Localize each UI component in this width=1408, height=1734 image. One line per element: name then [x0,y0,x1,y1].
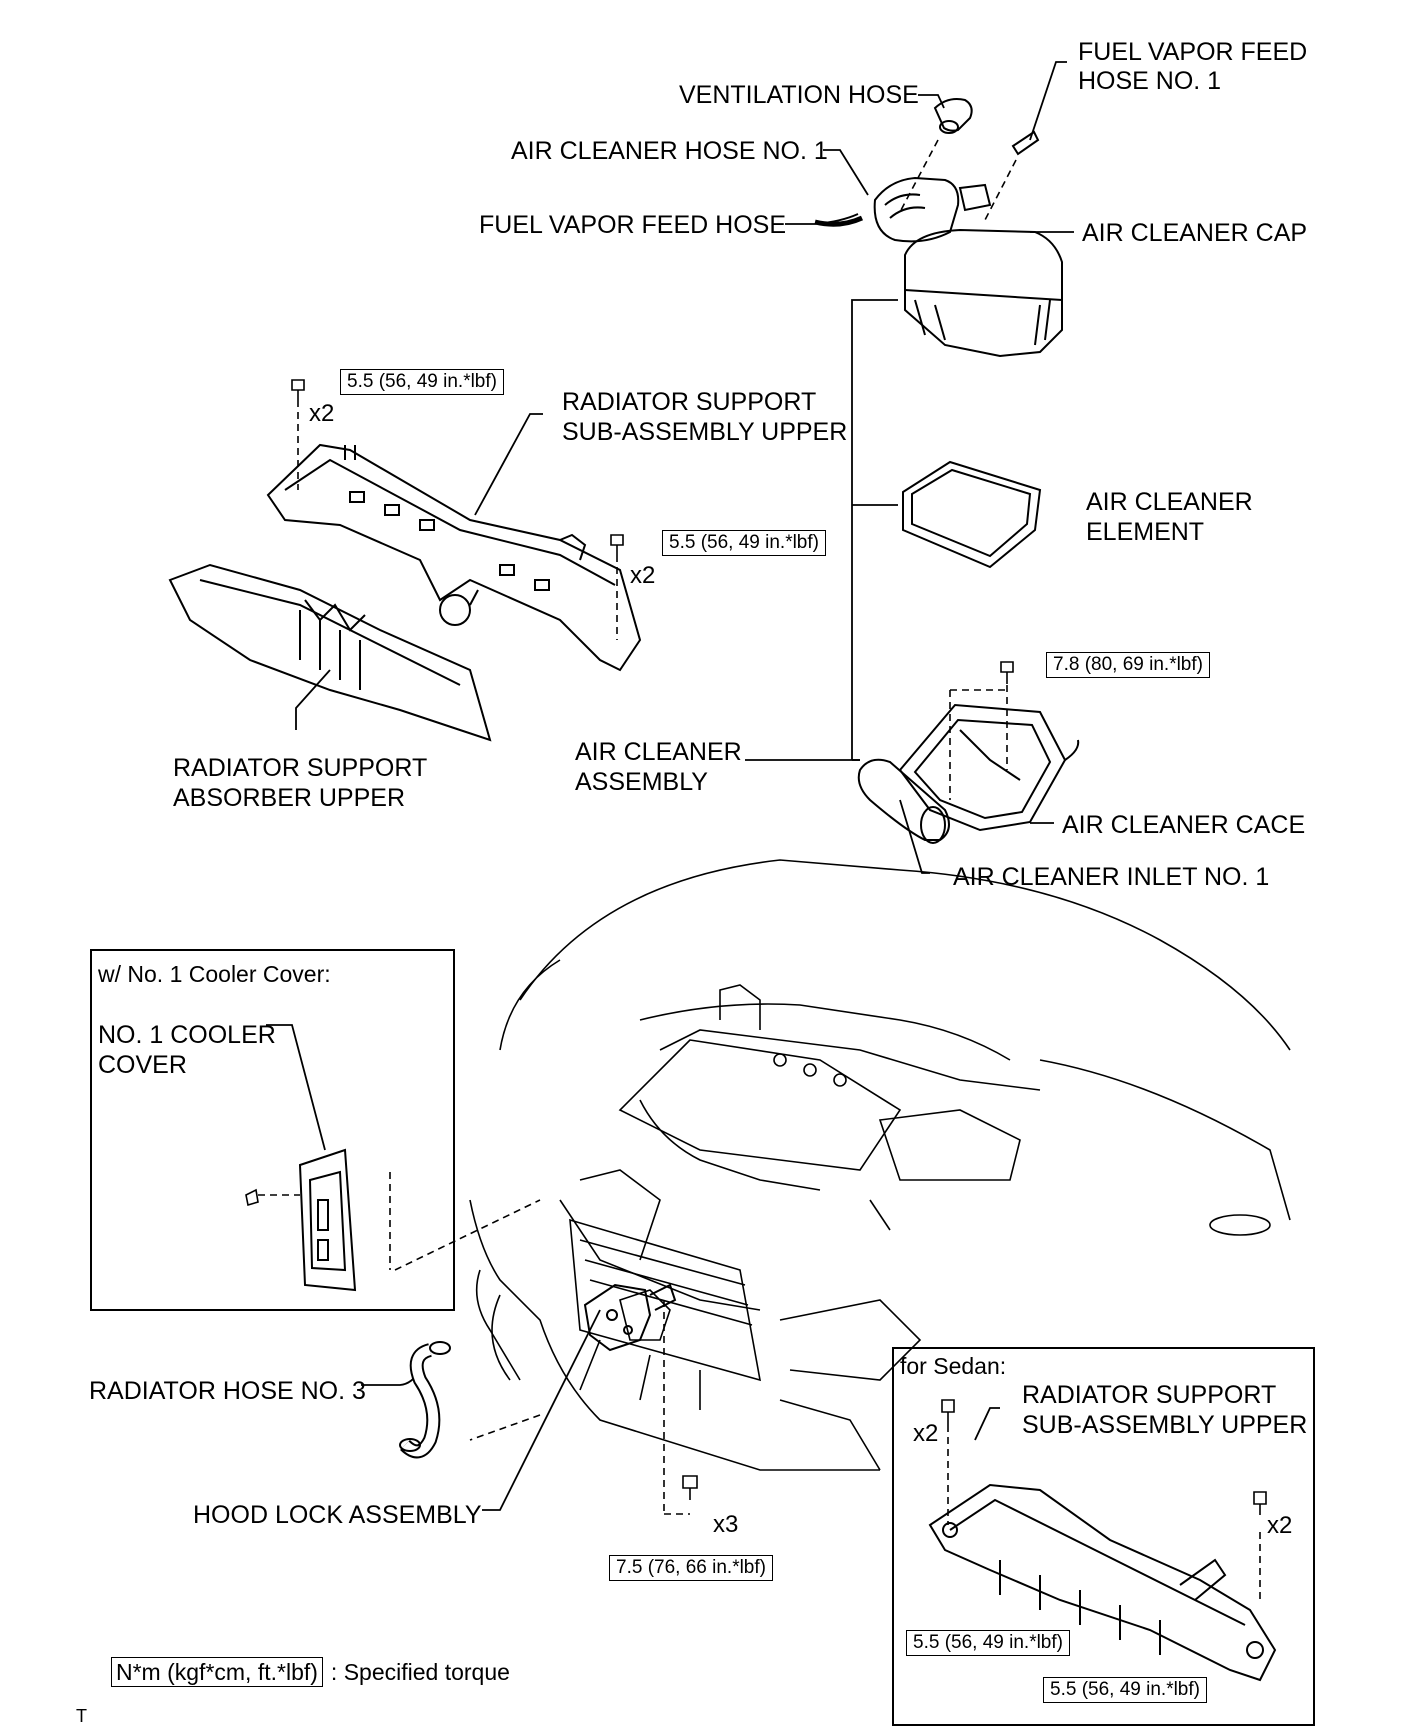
qty-sedan-left: x2 [913,1420,939,1447]
label-air-cleaner-assembly-line1: AIR CLEANER [575,738,742,766]
label-radiator-support-upper-line2: SUB-ASSEMBLY UPPER [562,418,848,446]
qty-rad-support-right: x2 [630,562,656,589]
label-radiator-hose-no3: RADIATOR HOSE NO. 3 [89,1377,366,1405]
vehicle-engine-bay [469,859,1291,1471]
torque-air-cleaner-case: 7.8 (80, 69 in.*lbf) [1046,652,1210,678]
torque-hood-lock: 7.5 (76, 66 in.*lbf) [609,1555,773,1581]
radiator-support-absorber-part [168,563,492,742]
air-cleaner-hose-part [873,176,992,243]
label-air-cleaner-hose-no1: AIR CLEANER HOSE NO. 1 [511,137,828,165]
air-cleaner-case-part [898,703,1080,832]
air-cleaner-element-part [902,460,1042,569]
torque-sedan-right: 5.5 (56, 49 in.*lbf) [1043,1677,1207,1703]
radiator-support-upper-part [266,443,642,672]
ventilation-hose-part [933,98,973,134]
label-sedan-radiator-support-line2: SUB-ASSEMBLY UPPER [1022,1411,1308,1439]
cooler-cover-inset-frame [90,949,455,1311]
qty-sedan-right: x2 [1267,1512,1293,1539]
label-fuel-vapor-feed-hose-no1-line2: HOSE NO. 1 [1078,67,1222,95]
torque-rad-support-left: 5.5 (56, 49 in.*lbf) [340,369,504,395]
torque-sedan-left: 5.5 (56, 49 in.*lbf) [906,1630,1070,1656]
label-ventilation-hose: VENTILATION HOSE [679,81,919,109]
label-fuel-vapor-feed-hose-no1-line1: FUEL VAPOR FEED [1078,38,1308,66]
air-cleaner-inlet-part [857,758,950,844]
bolt-icons [245,379,1267,1515]
label-no1-cooler-cover-line2: COVER [98,1051,187,1079]
air-cleaner-cap-part [904,228,1063,358]
label-no1-cooler-cover-line1: NO. 1 COOLER [98,1021,276,1049]
fuel-vapor-feed-hose-no1-part [1011,130,1040,156]
sedan-radiator-support-part [928,1483,1277,1682]
legend-unit-box: N*m (kgf*cm, ft.*lbf) [111,1657,323,1687]
dashed-guides [258,139,1261,1600]
qty-rad-support-left: x2 [309,400,335,427]
label-sedan-radiator-support-line1: RADIATOR SUPPORT [1022,1381,1277,1409]
label-fuel-vapor-feed-hose: FUEL VAPOR FEED HOSE [479,211,787,239]
radiator-hose-part [399,1341,451,1459]
label-radiator-support-absorber-line2: ABSORBER UPPER [173,784,406,812]
sedan-inset-title: for Sedan: [900,1353,1007,1379]
label-air-cleaner-element-line2: ELEMENT [1086,518,1205,546]
qty-hood-lock: x3 [713,1511,739,1538]
label-radiator-support-upper-line1: RADIATOR SUPPORT [562,388,817,416]
torque-legend: N*m (kgf*cm, ft.*lbf) : Specified torque [111,1655,510,1689]
footer-code: T [76,1706,87,1726]
label-radiator-support-absorber-line1: RADIATOR SUPPORT [173,754,428,782]
label-air-cleaner-cap: AIR CLEANER CAP [1082,219,1308,247]
fuel-vapor-feed-hose-part [814,215,864,227]
sedan-inset-frame [892,1347,1315,1726]
leader-lines [266,61,1074,1511]
label-hood-lock-assembly: HOOD LOCK ASSEMBLY [193,1501,482,1529]
torque-rad-support-right: 5.5 (56, 49 in.*lbf) [662,530,826,556]
hood-lock-part [583,1283,677,1352]
legend-text: : Specified torque [330,1659,510,1685]
label-air-cleaner-assembly-line2: ASSEMBLY [575,768,708,796]
label-air-cleaner-case: AIR CLEANER CACE [1062,811,1306,839]
label-air-cleaner-inlet-no1: AIR CLEANER INLET NO. 1 [953,863,1270,891]
cooler-cover-part [298,1148,357,1292]
label-air-cleaner-element-line1: AIR CLEANER [1086,488,1253,516]
cooler-cover-inset-title: w/ No. 1 Cooler Cover: [98,961,331,987]
